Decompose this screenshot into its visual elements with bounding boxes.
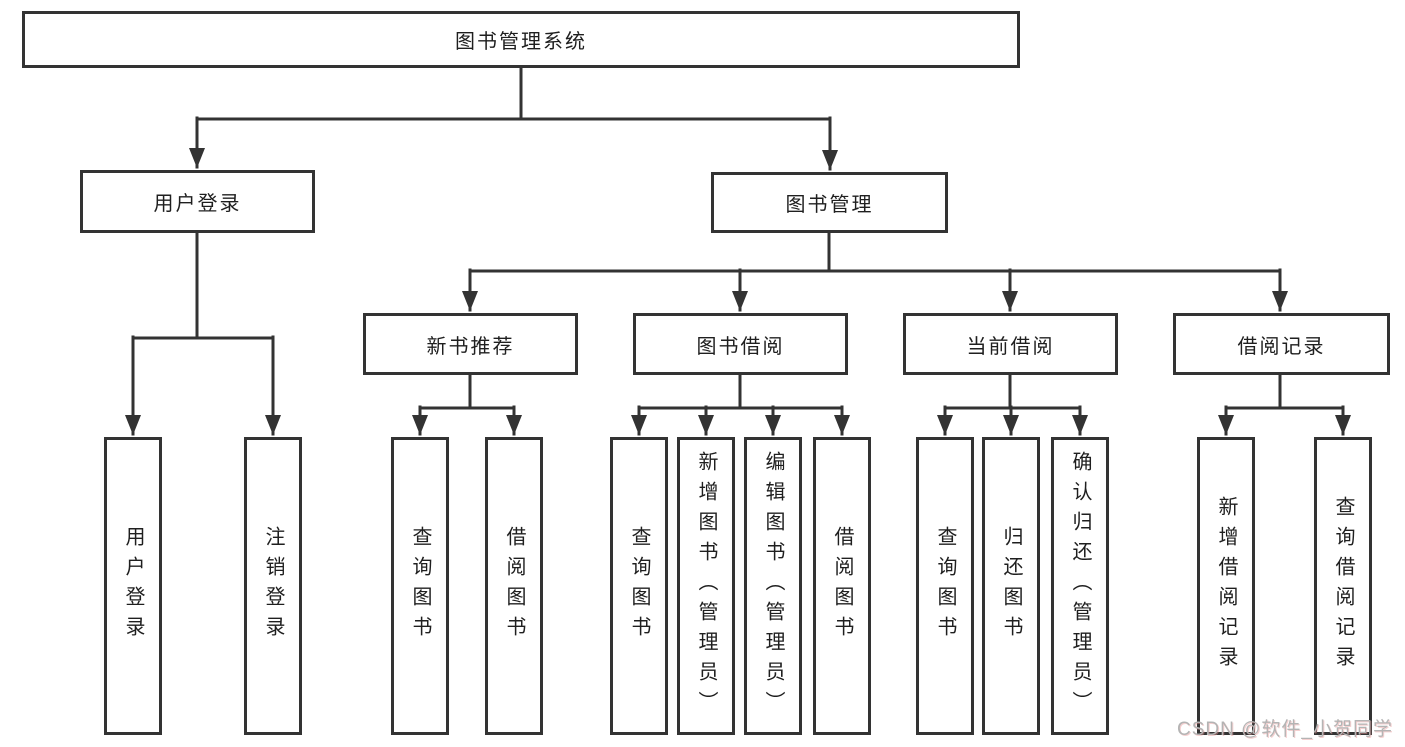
node-root-system: 图书管理系统 bbox=[22, 11, 1020, 68]
node-borrow-records: 借阅记录 bbox=[1173, 313, 1390, 375]
node-leaf-return-books: 归还图书 bbox=[982, 437, 1040, 735]
node-label: 当前借阅 bbox=[966, 335, 1055, 358]
node-label: 查询图书 bbox=[409, 526, 431, 646]
node-root-label: 图书管理系统 bbox=[455, 31, 587, 53]
node-label: 注销登录 bbox=[262, 526, 284, 646]
edges-current-borrow bbox=[937, 373, 1088, 436]
node-leaf-confirm-return-admin: 确认归还（管理员） bbox=[1051, 437, 1109, 735]
node-leaf-borrow-books-1: 借阅图书 bbox=[485, 437, 543, 735]
node-label: 查询图书 bbox=[628, 526, 650, 646]
node-new-book-rec: 新书推荐 bbox=[363, 313, 578, 375]
node-leaf-query-books-1: 查询图书 bbox=[391, 437, 449, 735]
node-leaf-add-books-admin: 新增图书（管理员） bbox=[677, 437, 735, 735]
node-label: 用户登录 bbox=[122, 526, 144, 646]
node-leaf-logout: 注销登录 bbox=[244, 437, 302, 735]
node-label: 新增图书（管理员） bbox=[695, 451, 717, 721]
node-label: 用户登录 bbox=[153, 193, 242, 215]
node-book-borrow: 图书借阅 bbox=[633, 313, 848, 375]
node-book-management-branch: 图书管理 bbox=[711, 172, 948, 233]
edges-new-book-rec bbox=[412, 373, 522, 436]
edges-user-login bbox=[125, 231, 281, 436]
node-label: 新书推荐 bbox=[426, 335, 515, 358]
node-label: 查询图书 bbox=[934, 526, 956, 646]
node-leaf-edit-books-admin: 编辑图书（管理员） bbox=[744, 437, 802, 735]
edges-borrow-records bbox=[1218, 373, 1351, 436]
node-leaf-borrow-books-2: 借阅图书 bbox=[813, 437, 871, 735]
node-label: 借阅记录 bbox=[1237, 335, 1326, 358]
node-label: 借阅图书 bbox=[831, 526, 853, 646]
node-leaf-query-books-2: 查询图书 bbox=[610, 437, 668, 735]
node-label: 归还图书 bbox=[1000, 526, 1022, 646]
edges-root bbox=[189, 66, 838, 171]
node-label: 编辑图书（管理员） bbox=[762, 451, 784, 721]
node-leaf-query-borrow-record: 查询借阅记录 bbox=[1314, 437, 1372, 735]
node-leaf-add-borrow-record: 新增借阅记录 bbox=[1197, 437, 1255, 735]
node-label: 借阅图书 bbox=[503, 526, 525, 646]
node-label: 确认归还（管理员） bbox=[1069, 451, 1091, 721]
edges-book-borrow bbox=[631, 373, 850, 436]
node-leaf-query-books-3: 查询图书 bbox=[916, 437, 974, 735]
node-label: 新增借阅记录 bbox=[1215, 496, 1237, 676]
node-label: 查询借阅记录 bbox=[1332, 496, 1354, 676]
node-label: 图书管理 bbox=[785, 194, 874, 216]
node-current-borrow: 当前借阅 bbox=[903, 313, 1118, 375]
csdn-watermark: CSDN @软件_小贺同学 bbox=[1177, 719, 1393, 740]
node-leaf-user-login: 用户登录 bbox=[104, 437, 162, 735]
node-user-login-branch: 用户登录 bbox=[80, 170, 315, 233]
edges-book-management bbox=[462, 231, 1288, 312]
node-label: 图书借阅 bbox=[696, 335, 785, 358]
